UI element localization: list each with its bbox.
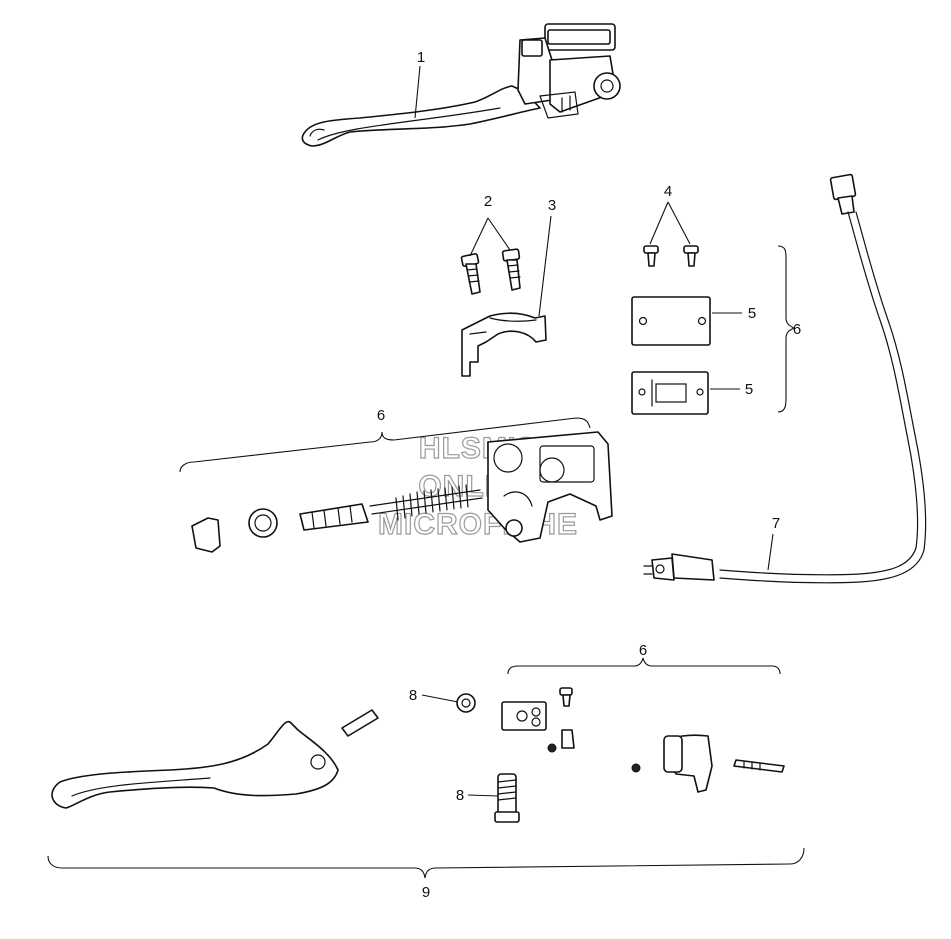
watermark-line-3: MICROFICHE [378, 508, 578, 541]
callout-7: 7 [772, 515, 780, 532]
callout-3: 3 [548, 197, 556, 214]
callout-labels: 1 2 3 4 5 5 6 6 6 7 8 8 9 [377, 49, 801, 901]
group-braces [47, 245, 805, 879]
pivot-bolt-part-8 [494, 773, 520, 823]
callout-6-middle: 6 [377, 407, 385, 424]
brake-switch-cable-part-7 [643, 173, 927, 584]
pin-lower [341, 709, 379, 737]
callout-6-bottom: 6 [639, 642, 647, 659]
piston-internals-part-6 [191, 484, 483, 553]
callout-8-bushing: 8 [409, 687, 417, 704]
reservoir-cover-part-5 [631, 296, 711, 346]
brake-lever-lower [51, 720, 339, 809]
master-cylinder-body-part-6 [487, 431, 613, 543]
callout-9: 9 [422, 884, 430, 901]
callout-1: 1 [417, 49, 425, 66]
callout-4: 4 [664, 183, 672, 200]
leader-lines [414, 65, 774, 797]
callout-6-right: 6 [793, 321, 801, 338]
callout-8-bolt: 8 [456, 787, 464, 804]
clamp-part-3 [461, 312, 547, 377]
screws-part-2 [460, 248, 521, 295]
diaphragm-part-5 [631, 371, 709, 415]
callout-5-cover: 5 [748, 305, 756, 322]
master-cylinder-lever-assembly [301, 23, 621, 147]
bushing-part-8 [456, 693, 476, 713]
bracket-hardware-lower [501, 687, 785, 793]
screws-part-4 [643, 245, 699, 267]
callout-2: 2 [484, 193, 492, 210]
callout-5-diaphragm: 5 [745, 381, 753, 398]
